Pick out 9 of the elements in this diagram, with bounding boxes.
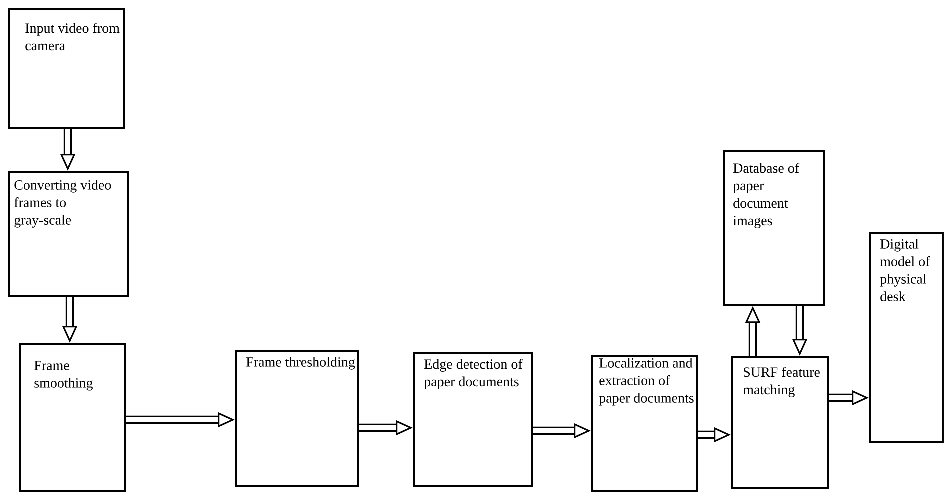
process-box: SURF feature matching — [731, 356, 830, 490]
process-box: Frame thresholding — [235, 350, 360, 488]
process-box: Converting video frames to gray-scale — [8, 171, 130, 298]
process-box: Digital model of physical desk — [869, 232, 944, 444]
process-box: Frame smoothing — [19, 342, 126, 492]
process-box: Edge detection of paper documents — [413, 352, 534, 488]
process-box: Database of paper document images — [723, 150, 826, 306]
process-box: Localization and extraction of paper documents — [591, 355, 698, 492]
process-box: Input video from camera — [8, 8, 126, 130]
